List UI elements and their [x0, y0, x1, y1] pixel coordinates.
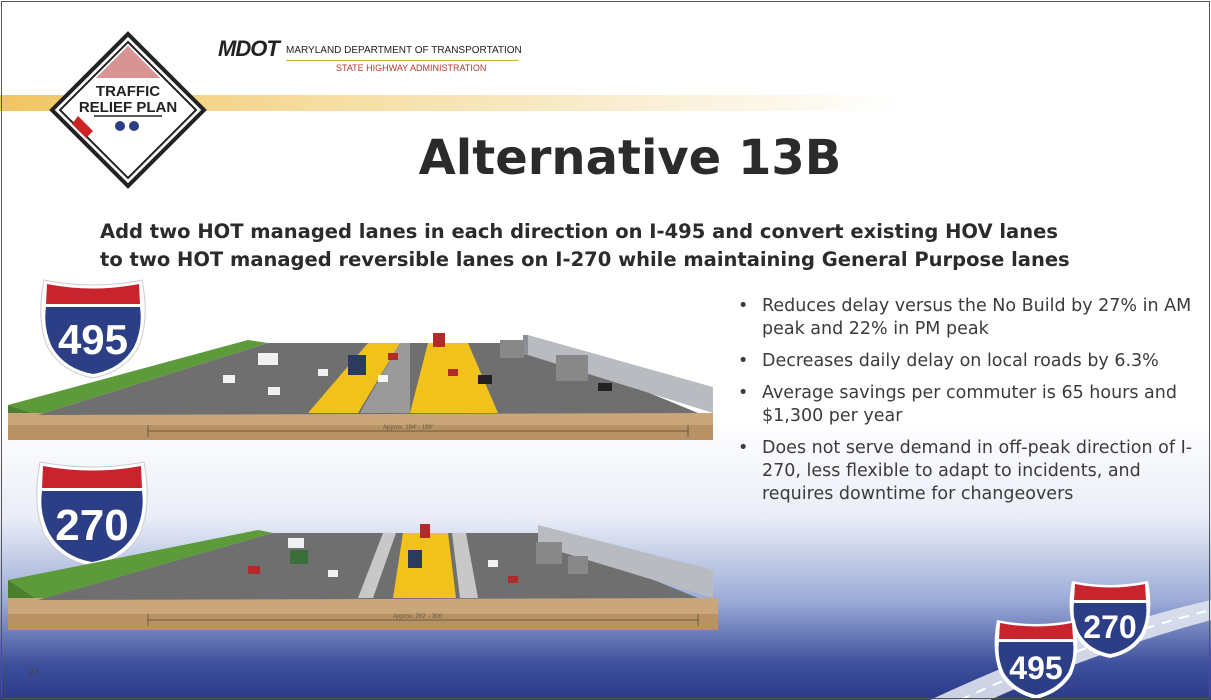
- corner-270-number: 270: [1083, 609, 1136, 645]
- bullet-text: Average savings per commuter is 65 hours…: [762, 383, 1177, 426]
- corner-495-shield: 495: [994, 620, 1078, 699]
- i270-cross-section-image: Approx. 292' - 306': [8, 524, 718, 630]
- bullet-item: • Reduces delay versus the No Build by 27…: [738, 295, 1203, 341]
- page-title: Alternative 13B: [418, 130, 842, 186]
- bullet-item: • Average savings per commuter is 65 hour…: [738, 382, 1203, 428]
- bullet-text: Does not serve demand in off-peak direct…: [762, 438, 1193, 504]
- subtitle-line-1: Add two HOT managed lanes in each direct…: [100, 220, 1058, 243]
- bullet-list: • Reduces delay versus the No Build by 27…: [738, 295, 1203, 515]
- subtitle: Add two HOT managed lanes in each direct…: [100, 218, 1180, 274]
- header-gold-bar: [0, 95, 900, 111]
- mdot-logo: MDOT: [218, 36, 280, 61]
- mdot-divider: [286, 60, 518, 61]
- shield-270-number: 270: [55, 501, 128, 550]
- mdot-header: MDOT MARYLAND DEPARTMENT OF TRANSPORTATI…: [218, 36, 522, 73]
- bullet-dot: •: [738, 296, 749, 316]
- page-number: 21: [28, 667, 41, 679]
- badge-line2: RELIEF PLAN: [79, 99, 177, 116]
- shield-495-number: 495: [58, 316, 128, 363]
- bullet-item: • Does not serve demand in off-peak direc…: [738, 437, 1203, 506]
- bullet-dot: •: [738, 383, 749, 403]
- interstate-495-shield: 495: [40, 279, 146, 379]
- mdot-subtitle: STATE HIGHWAY ADMINISTRATION: [336, 63, 487, 73]
- corner-270-shield: 270: [1069, 581, 1151, 658]
- badge-line1: TRAFFIC: [96, 83, 160, 100]
- i495-dimension-label: Approx. 194' - 199': [383, 425, 433, 431]
- bullet-item: • Decreases daily delay on local roads by…: [738, 350, 1203, 373]
- i495-cross-section-image: Approx. 194' - 199': [8, 333, 713, 440]
- bullet-text: Decreases daily delay on local roads by …: [762, 351, 1159, 371]
- mdot-name: MARYLAND DEPARTMENT OF TRANSPORTATION: [286, 45, 522, 56]
- bullet-text: Reduces delay versus the No Build by 27%…: [762, 296, 1192, 339]
- i270-dimension-label: Approx. 292' - 306': [393, 614, 443, 620]
- traffic-relief-plan-badge: TRAFFIC RELIEF PLAN: [49, 31, 207, 189]
- bullet-dot: •: [738, 351, 749, 371]
- corner-495-number: 495: [1009, 650, 1062, 686]
- interstate-270-shield: 270: [36, 461, 148, 567]
- bullet-dot: •: [738, 438, 749, 458]
- subtitle-line-2: to two HOT managed reversible lanes on I…: [100, 248, 1070, 271]
